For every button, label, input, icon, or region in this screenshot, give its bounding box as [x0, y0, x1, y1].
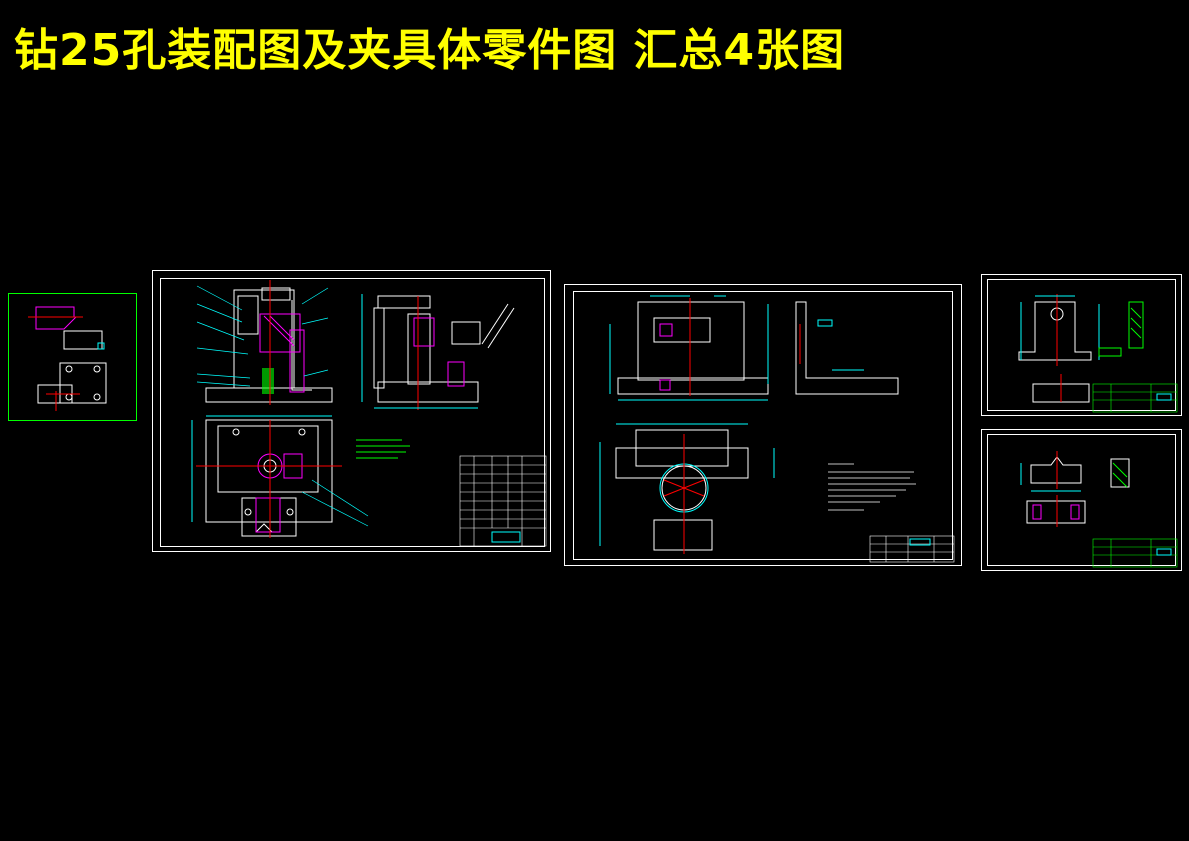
- page-title: 钻25孔装配图及夹具体零件图 汇总4张图: [14, 25, 846, 76]
- assembly-drawing-sheet[interactable]: [152, 270, 552, 553]
- part-drawing-b-sheet[interactable]: [981, 429, 1183, 572]
- fixture-body-drawing-sheet[interactable]: [564, 284, 963, 567]
- process-sketch-sheet[interactable]: [8, 293, 138, 422]
- part-drawing-a-sheet[interactable]: [981, 274, 1183, 417]
